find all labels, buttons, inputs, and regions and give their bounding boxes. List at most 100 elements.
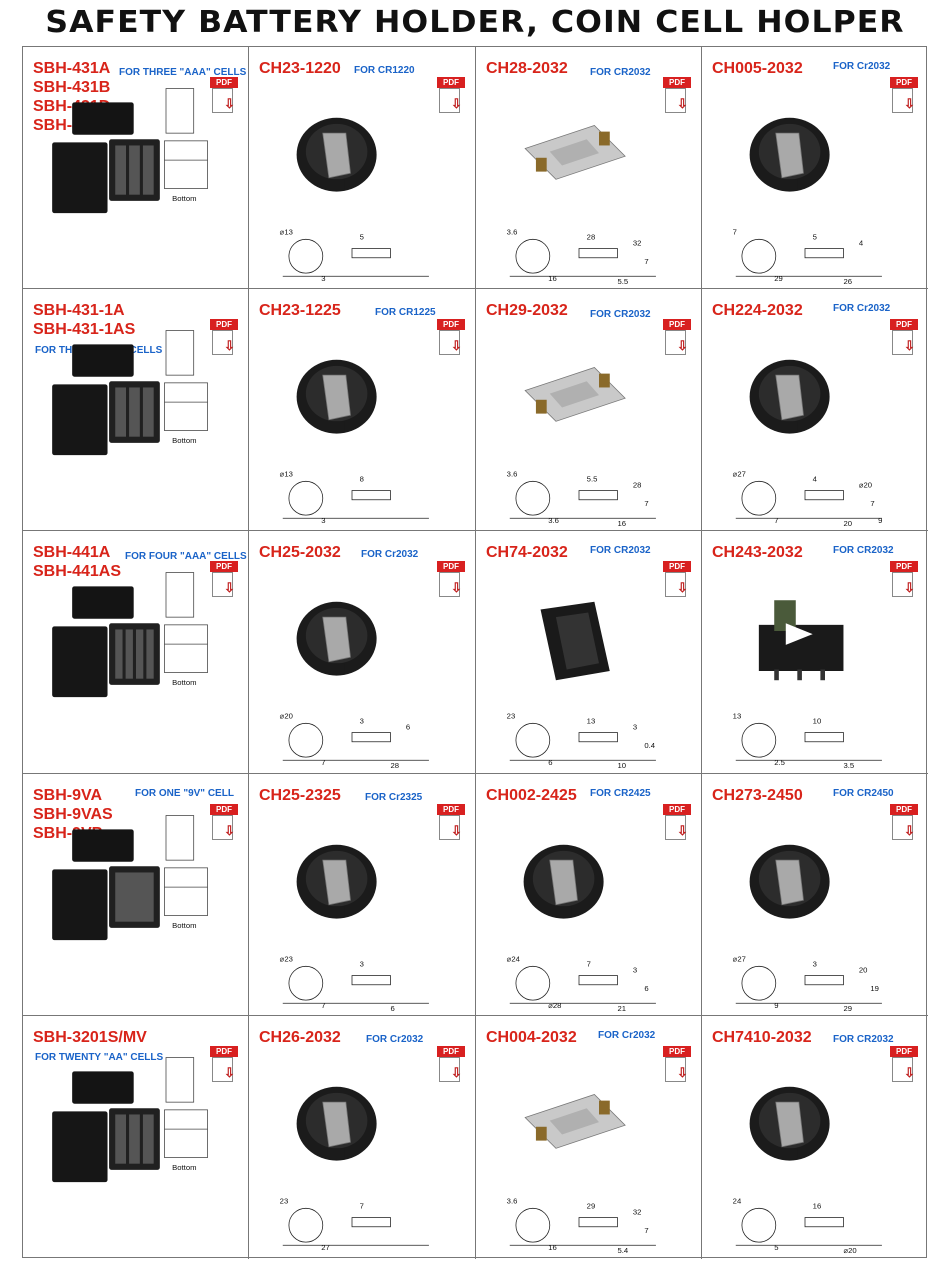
dimension-label: 23 (280, 1197, 289, 1206)
pdf-label: PDF (663, 1046, 691, 1057)
pdf-download-icon[interactable]: PDF⇩ (890, 1046, 918, 1082)
dimension-label: 28 (390, 761, 399, 770)
pdf-label: PDF (437, 1046, 465, 1057)
pdf-download-icon[interactable]: PDF⇩ (890, 77, 918, 113)
download-arrow-icon: ⇩ (677, 580, 688, 595)
download-arrow-icon: ⇩ (677, 96, 688, 111)
pdf-label: PDF (890, 319, 918, 330)
pdf-download-icon[interactable]: PDF⇩ (210, 77, 238, 113)
document-icon (665, 330, 686, 355)
model-number: CH002-2425 (486, 787, 577, 804)
dimension-label: 6 (548, 758, 552, 767)
dimension-label: ⌀27 (733, 470, 746, 479)
cell-compatibility-label: FOR Cr2325 (365, 792, 423, 803)
product-illustration: Bottom (52, 88, 208, 214)
pdf-label: PDF (437, 561, 465, 572)
model-list: CH74-2032 (486, 543, 568, 562)
pdf-download-icon[interactable]: PDF ⇩ (663, 1046, 691, 1082)
dimension-label: 3 (321, 274, 325, 283)
download-arrow-icon: ⇩ (677, 823, 688, 838)
dimension-label: 6 (390, 1004, 394, 1013)
pdf-download-icon[interactable]: PDF⇩ (210, 804, 238, 840)
download-arrow-icon: ⇩ (904, 96, 915, 111)
pdf-download-icon[interactable]: PDF ⇩ (663, 77, 691, 113)
product-illustration: Bottom (52, 330, 208, 456)
pdf-download-icon[interactable]: PDF⇩ (210, 1046, 238, 1082)
dimension-label: ⌀13 (280, 470, 293, 479)
model-list: SBH-441A SBH-441AS (33, 543, 121, 581)
download-arrow-icon: ⇩ (224, 1065, 235, 1080)
pdf-label: PDF (663, 77, 691, 88)
download-arrow-icon: ⇩ (451, 823, 462, 838)
dimension-label: 7 (587, 959, 591, 968)
dimension-drawing (164, 88, 208, 189)
pdf-download-icon[interactable]: PDF⇩ (663, 319, 691, 355)
cell-compatibility-label: FOR TWENTY "AA" CELLS (35, 1052, 164, 1063)
pdf-download-icon[interactable]: PDF⇩ (437, 319, 465, 355)
pdf-download-icon[interactable]: PDF⇩ (437, 77, 465, 113)
pdf-download-icon[interactable]: PDF⇩ (437, 804, 465, 840)
model-list: SBH-3201S/MV (33, 1028, 147, 1047)
model-number: CH28-2032 (486, 60, 568, 77)
page-title: SAFETY BATTERY HOLDER, COIN CELL HOLPER (45, 5, 905, 40)
dimension-label: 9 (774, 1001, 778, 1010)
dimension-label: 5 (360, 232, 364, 241)
model-list: CH28-2032 (486, 59, 568, 78)
cell-compatibility-label: FOR CR2032 (833, 1034, 894, 1045)
product-photo (749, 117, 830, 192)
product-illustration: Bottom (52, 1057, 208, 1183)
dimension-label: 16 (813, 1201, 822, 1210)
pdf-download-icon[interactable]: PDF⇩ (210, 319, 238, 355)
pdf-download-icon[interactable]: PDF⇩ (890, 561, 918, 597)
dimension-label: 21 (617, 1004, 626, 1013)
cell-compatibility-label: FOR Cr2032 (598, 1030, 656, 1041)
product-photo (52, 586, 160, 698)
pdf-download-icon[interactable]: PDF⇩ (437, 561, 465, 597)
model-number: CH25-2325 (259, 787, 341, 804)
cell-compatibility-label: FOR CR2032 (590, 545, 651, 556)
dimension-label: 16 (548, 274, 557, 283)
pdf-download-icon[interactable]: PDF⇩ (890, 319, 918, 355)
model-list: CH005-2032 (712, 59, 803, 78)
dimension-label: 10 (617, 761, 626, 770)
document-icon (212, 572, 233, 597)
dimension-label: 9 (878, 516, 882, 525)
pdf-label: PDF (663, 319, 691, 330)
model-number: SBH-441A (33, 544, 111, 561)
dimension-label: 2.5 (774, 758, 785, 767)
pdf-download-icon[interactable]: PDF⇩ (210, 561, 238, 597)
dimension-drawing: Bottom (172, 194, 196, 203)
dimension-label: 7 (321, 1001, 325, 1010)
pdf-download-icon[interactable]: PDF⇩ (663, 561, 691, 597)
dimension-label: 28 (633, 480, 642, 489)
model-number: CH74-2032 (486, 544, 568, 561)
model-number: SBH-441AS (33, 563, 122, 580)
cell-compatibility-label: FOR CR2032 (590, 67, 651, 78)
dimension-label: ⌀23 (280, 955, 293, 964)
dimension-label: 3 (360, 959, 364, 968)
model-number: CH26-2032 (259, 1029, 341, 1046)
product-photo (296, 601, 377, 676)
pdf-download-icon[interactable]: PDF⇩ (890, 804, 918, 840)
pdf-download-icon[interactable]: PDF⇩ (437, 1046, 465, 1082)
cell-compatibility-label: FOR FOUR "AAA" CELLS (125, 551, 247, 562)
download-arrow-icon: ⇩ (677, 1065, 688, 1080)
model-number: SBH-431-1A (33, 302, 125, 319)
dimension-drawing (164, 815, 208, 916)
pdf-download-icon[interactable]: PDF ⇩ (663, 804, 691, 840)
dimension-label: 5.4 (617, 1246, 628, 1255)
pdf-label: PDF (663, 804, 691, 815)
cell-compatibility-label: FOR CR2425 (590, 788, 651, 799)
cell-compatibility-label: FOR ONE "9V" CELL (135, 788, 234, 799)
dimension-label: 16 (548, 1243, 557, 1252)
